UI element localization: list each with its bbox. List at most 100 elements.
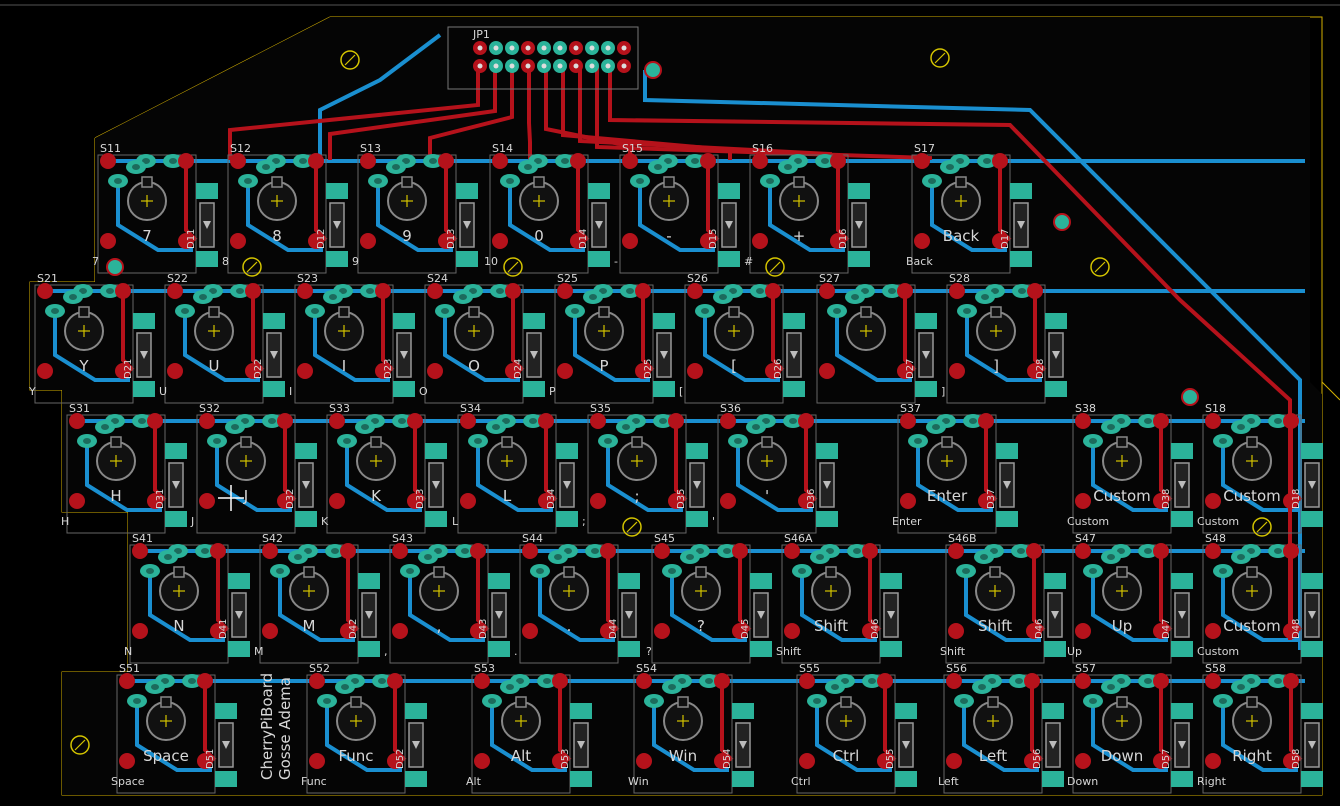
switch-ref-label: S27 <box>819 272 840 285</box>
switch-pad-hole <box>164 554 172 560</box>
key-switch-s44[interactable]: S44.D44. <box>514 532 640 664</box>
header-pin-hole <box>621 45 627 51</box>
key-switch-s36[interactable]: S36'D36' <box>712 402 838 534</box>
switch-pad-hole <box>654 164 662 170</box>
switch-notch <box>515 696 527 708</box>
header-pin-hole <box>605 45 611 51</box>
key-cap-label: M <box>303 617 316 635</box>
switch-pad-hole <box>343 438 351 444</box>
through-hole-pad <box>460 413 476 429</box>
diode-ref-label: D16 <box>838 229 849 249</box>
through-hole-pad <box>700 153 716 169</box>
key-switch-s45[interactable]: S45?D45? <box>646 532 772 664</box>
diode-pad <box>816 511 838 527</box>
net-label: ? <box>646 645 652 658</box>
switch-notch <box>1116 566 1128 578</box>
diode-symbol-icon <box>595 221 603 229</box>
switch-pad-hole <box>169 158 177 164</box>
diode-pad <box>783 313 805 329</box>
diode-ref-label: D41 <box>218 619 229 639</box>
switch-pad-hole <box>268 418 276 424</box>
switch-pad-hole <box>691 158 699 164</box>
through-hole-pad <box>309 753 325 769</box>
switch-ref-label: S45 <box>654 532 675 545</box>
switch-notch <box>303 566 315 578</box>
diode-pad <box>133 381 155 397</box>
key-cap-label: Shift <box>814 617 848 635</box>
diode-ref-label: D55 <box>885 749 896 769</box>
diode-pad <box>750 641 772 657</box>
switch-pad-hole <box>151 684 159 690</box>
key-switch-s26[interactable]: S26[D26[ <box>679 272 805 404</box>
through-hole-pad <box>668 413 684 429</box>
key-switch-s15[interactable]: S15-D15- <box>614 142 740 274</box>
switch-pad-hole <box>201 548 209 554</box>
key-switch-s28[interactable]: S28]D28] <box>941 272 1067 404</box>
through-hole-pad <box>119 673 135 689</box>
through-hole-pad <box>636 753 652 769</box>
diode-pad <box>228 573 250 589</box>
net-label: Win <box>628 775 649 788</box>
through-hole-pad <box>522 543 538 559</box>
switch-notch <box>1246 436 1258 448</box>
switch-pad-hole <box>784 164 792 170</box>
key-switch-s35[interactable]: S35;D35; <box>582 402 708 534</box>
switch-pad-hole <box>1237 554 1245 560</box>
switch-pad-hole <box>946 164 954 170</box>
key-cap-label: H <box>110 487 121 505</box>
header-pin-hole <box>589 45 595 51</box>
key-switch-s43[interactable]: S43,D43, <box>384 532 510 664</box>
via <box>644 61 662 79</box>
header-jp1[interactable]: JP1 <box>447 26 639 90</box>
diode-pad <box>1301 641 1323 657</box>
through-hole-pad <box>1205 623 1221 639</box>
key-cap-label: Win <box>669 747 697 765</box>
diode-pad <box>1171 641 1193 657</box>
through-hole-pad <box>119 753 135 769</box>
diode-pad <box>523 313 545 329</box>
key-switch-s16[interactable]: S16+D16# <box>744 142 870 274</box>
switch-ref-label: S14 <box>492 142 513 155</box>
key-cap-label: Back <box>943 227 980 245</box>
through-hole-pad <box>1153 673 1169 689</box>
through-hole-pad <box>1024 753 1040 769</box>
cursor-crosshair-icon <box>218 485 244 511</box>
switch-pad-hole <box>626 288 634 294</box>
switch-notch <box>793 176 805 188</box>
switch-pad-hole <box>434 548 442 554</box>
switch-pad-hole <box>831 684 839 690</box>
